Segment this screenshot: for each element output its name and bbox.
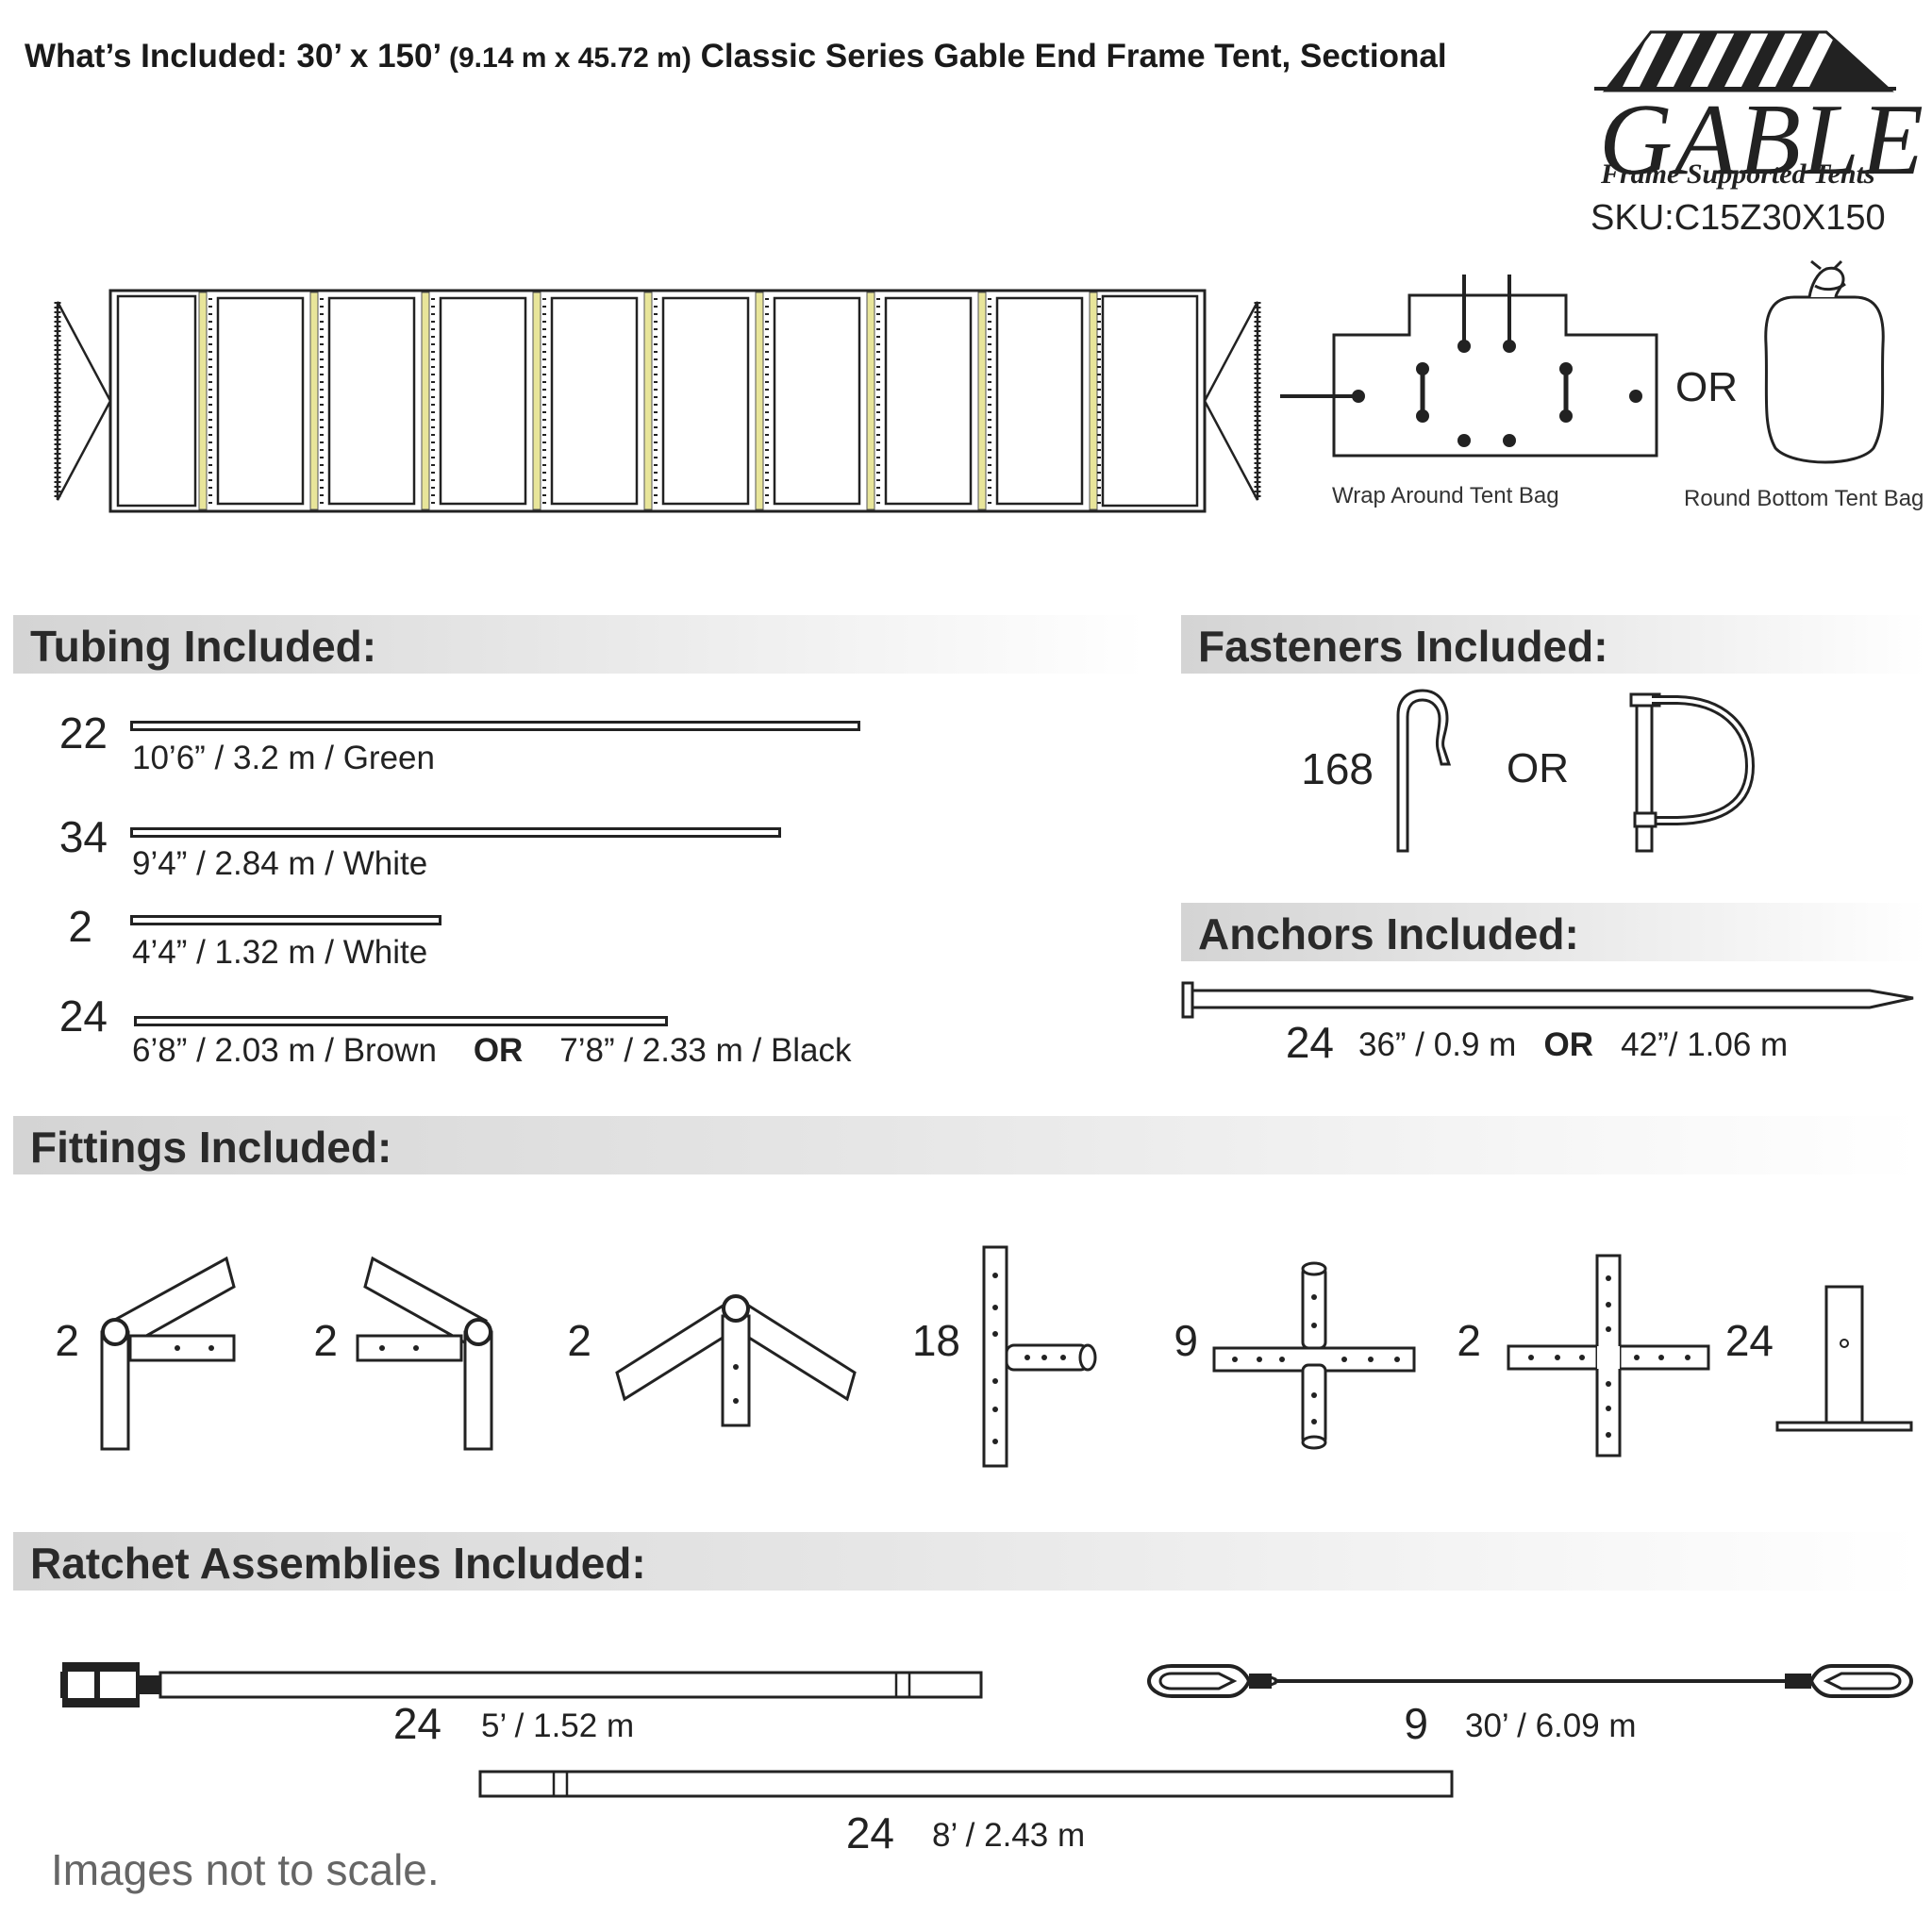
tube-label: 9’4” / 2.84 m / White (132, 845, 428, 882)
peak-fitting-icon (613, 1288, 858, 1429)
anchor-label: 36” / 0.9 m OR 42”/ 1.06 m (1358, 1026, 1788, 1064)
striped-awning-logo-icon (1594, 26, 1896, 91)
tubing-section-header: Tubing Included: (13, 615, 1145, 674)
tube-green-bar-icon (130, 721, 860, 731)
anchors-section-header: Anchors Included: (1181, 903, 1926, 961)
tube-leg-bar-icon (134, 1016, 668, 1026)
tube-qty: 22 (58, 708, 108, 758)
tube-qty: 2 (68, 902, 92, 951)
fasteners-section-header: Fasteners Included: (1181, 615, 1926, 674)
tube-label-option-a: 6’8” / 2.03 m / Brown (132, 1032, 437, 1069)
round-bottom-tent-bag-icon (1755, 259, 1896, 476)
anchors-heading: Anchors Included: (1198, 909, 1579, 958)
anchor-qty: 24 (1285, 1018, 1334, 1067)
fitting-qty: 2 (55, 1316, 79, 1365)
fitting-qty: 2 (1457, 1316, 1481, 1365)
logo-subtitle: Frame Supported Tents (1601, 158, 1875, 190)
title-main: What’s Included: 30’ x 150’ (25, 38, 441, 75)
title-rest: Classic Series Gable End Frame Tent, Sec… (700, 38, 1447, 75)
sku-label: SKU:C15Z30X150 (1591, 198, 1886, 238)
tube-label: 4’4” / 1.32 m / White (132, 934, 428, 971)
fastener-or-label: OR (1507, 745, 1569, 791)
strap-qty: 24 (845, 1808, 894, 1857)
strap-label: 8’ / 2.43 m (932, 1817, 1086, 1854)
fittings-section-header: Fittings Included: (13, 1116, 1919, 1174)
fitting-qty: 2 (313, 1316, 338, 1365)
ratchets-section-header: Ratchet Assemblies Included: (13, 1532, 1919, 1591)
ratchet-qty: 24 (392, 1699, 441, 1748)
tube-label-option-b: 7’8” / 2.33 m / Black (559, 1032, 852, 1069)
hair-pin-fastener-icon (1394, 689, 1460, 854)
wrap-around-tent-bag-icon (1283, 269, 1660, 458)
anchor-label-option-b: 42”/ 1.06 m (1621, 1026, 1789, 1063)
tube-or-label: OR (473, 1032, 524, 1069)
round-bag-caption: Round Bottom Tent Bag (1684, 486, 1924, 511)
tent-top-view-diagram (52, 283, 1269, 519)
tube-label: 6’8” / 2.03 m / Brown OR 7’8” / 2.33 m /… (132, 1032, 852, 1070)
base-plate-icon (1774, 1283, 1915, 1434)
ratchet-strap-8ft-icon (476, 1768, 1457, 1800)
title-dimensions: (9.14 m x 45.72 m) (449, 42, 691, 74)
left-corner-fitting-icon (94, 1255, 245, 1453)
fasteners-heading: Fasteners Included: (1198, 622, 1608, 671)
cable-qty: 9 (1404, 1699, 1428, 1748)
fittings-heading: Fittings Included: (30, 1123, 392, 1172)
wrap-bag-caption: Wrap Around Tent Bag (1332, 483, 1559, 508)
page-title: What’s Included: 30’ x 150’ (9.14 m x 45… (25, 38, 1447, 75)
anchor-label-option-a: 36” / 0.9 m (1358, 1026, 1517, 1063)
tube-qty: 34 (58, 812, 108, 861)
bag-or-label: OR (1675, 364, 1738, 410)
cross-fitting-with-pins-icon (1212, 1259, 1420, 1448)
tube-label: 10’6” / 3.2 m / Green (132, 740, 435, 776)
tube-white-short-bar-icon (130, 915, 441, 925)
cross-fitting-icon (1505, 1252, 1712, 1459)
lynch-pin-fastener-icon (1627, 689, 1759, 854)
ratchets-heading: Ratchet Assemblies Included: (30, 1539, 646, 1588)
side-tee-fitting-icon (976, 1243, 1099, 1470)
fitting-qty: 9 (1174, 1316, 1198, 1365)
logo-wordmark: GABLE (1599, 84, 1925, 196)
cable-label: 30’ / 6.09 m (1465, 1707, 1637, 1744)
right-corner-fitting-icon (354, 1255, 505, 1453)
fastener-qty: 168 (1301, 744, 1374, 793)
ratchet-label: 5’ / 1.52 m (481, 1707, 635, 1744)
tube-qty: 24 (58, 991, 108, 1041)
fitting-qty: 18 (911, 1316, 960, 1365)
fitting-qty: 2 (567, 1316, 591, 1365)
anchor-stake-icon (1181, 981, 1917, 1019)
tubing-heading: Tubing Included: (30, 622, 377, 671)
ratchet-strap-5ft-icon (60, 1658, 991, 1715)
tube-white-long-bar-icon (130, 827, 781, 838)
scale-note: Images not to scale. (51, 1845, 440, 1894)
fitting-qty: 24 (1724, 1316, 1774, 1365)
anchor-or-label: OR (1543, 1026, 1593, 1063)
cable-with-hooks-icon (1143, 1653, 1917, 1709)
